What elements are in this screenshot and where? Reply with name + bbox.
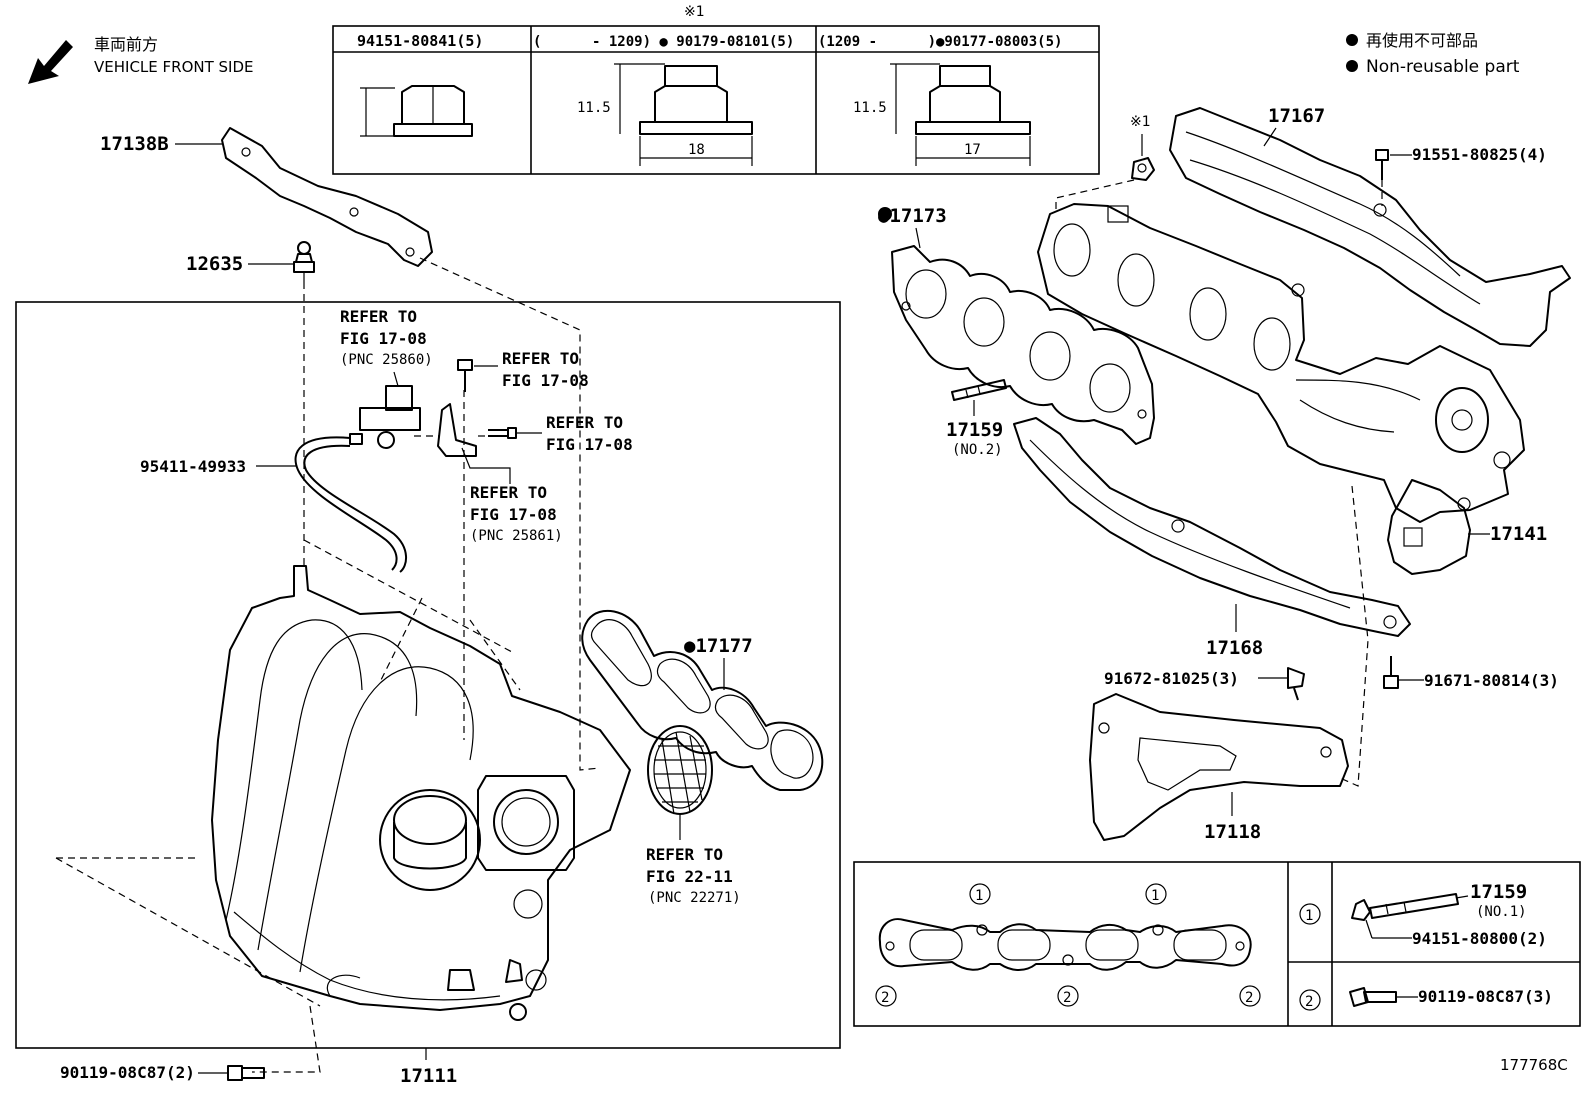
- nut-table-col2-header: ( - 1209) ● 90179-08101(5): [533, 34, 794, 50]
- part-17141-label: 17141: [1490, 523, 1547, 545]
- part-17118-label: 17118: [1204, 821, 1261, 843]
- part-90119-08c87-3-label: 90119-08C87(3): [1418, 987, 1553, 1006]
- bolt-icon: [1375, 149, 1389, 180]
- nut2-width: 18: [688, 142, 705, 158]
- vehicle-front-arrow-icon: [28, 40, 73, 84]
- bolt-icon: [488, 427, 517, 439]
- refer-fig-22-11-label: FIG 22-11: [646, 867, 733, 886]
- part-95411-49933-label: 95411-49933: [140, 457, 246, 476]
- stud-bolt-12635: [293, 241, 315, 282]
- part-17173-label: ●17173: [878, 205, 947, 227]
- part-91672-81025-label: 91672-81025(3): [1104, 669, 1239, 688]
- bolt-icon: [1383, 656, 1399, 689]
- vehicle-front-label-ja: 車両前方: [94, 35, 158, 54]
- inset-circle-1: 1: [1151, 888, 1159, 904]
- inset-circle-1: 1: [975, 888, 983, 904]
- nut3-width: 17: [964, 142, 981, 158]
- nut-table-col3-header: (1209 - )●90177-08003(5): [818, 34, 1062, 50]
- refer-fig-17-08-label: REFER TO: [502, 349, 579, 368]
- refer-pnc-25860-label: (PNC 25860): [340, 352, 433, 368]
- part-17111-label: 17111: [400, 1065, 457, 1087]
- bolt-icon: [457, 359, 473, 392]
- exhaust-gasket-17173: [891, 245, 1155, 445]
- stud-bolt-17159-no2: [951, 379, 1007, 401]
- legend-ja: 再使用不可部品: [1366, 31, 1478, 50]
- part-17167-label: 17167: [1268, 105, 1325, 127]
- nut2-height: 11.5: [577, 100, 611, 116]
- refer-fig-17-08-label: FIG 17-08: [340, 329, 427, 348]
- inset-circle-2: 2: [881, 990, 889, 1006]
- non-reusable-bullet-icon: [1346, 34, 1358, 46]
- inset-circle-2: 2: [1245, 990, 1253, 1006]
- refer-fig-17-08-label: REFER TO: [470, 483, 547, 502]
- non-reusable-bullet-icon: [1346, 60, 1358, 72]
- part-17159-no1-sub: (NO.1): [1476, 904, 1527, 920]
- gasket-detail-inset: [853, 861, 1581, 1027]
- heat-insulator-17167: [1169, 107, 1571, 347]
- vehicle-front-label-en: VEHICLE FRONT SIDE: [94, 58, 254, 76]
- legend-en: Non-reusable part: [1366, 57, 1520, 77]
- heat-insulator-17168: [1013, 417, 1411, 637]
- diagram-code: 177768C: [1500, 1056, 1568, 1074]
- exhaust-manifold: [1037, 203, 1525, 523]
- non-reusable-bullet-icon: [878, 207, 892, 221]
- inset-circle-1: 1: [1305, 908, 1313, 924]
- nut3-height: 11.5: [853, 100, 887, 116]
- note-mark: ※1: [684, 4, 705, 20]
- nut-icon: [1131, 157, 1155, 181]
- inset-circle-2: 2: [1305, 994, 1313, 1010]
- nut-table-col1-header: 94151-80841(5): [357, 32, 483, 50]
- part-17168-label: 17168: [1206, 637, 1263, 659]
- part-91551-80825-label: 91551-80825(4): [1412, 145, 1547, 164]
- part-90119-08c87-2-label: 90119-08C87(2): [60, 1063, 195, 1082]
- vacuum-switching-valve: [349, 385, 421, 449]
- flange-nut-icon: [890, 63, 1031, 166]
- bolt-icon: [1287, 667, 1305, 701]
- nut-table: [332, 25, 1100, 175]
- part-17138b-label: 17138B: [100, 133, 169, 155]
- flange-nut-icon: [360, 85, 473, 137]
- heat-insulator-17141: [1387, 479, 1471, 575]
- vacuum-hose-95411: [294, 436, 407, 573]
- intake-manifold-17111: [211, 565, 631, 1021]
- bracket-part: [437, 403, 477, 457]
- part-12635-label: 12635: [186, 253, 243, 275]
- refer-pnc-22271-label: (PNC 22271): [648, 890, 741, 906]
- note-mark: ※1: [1130, 114, 1151, 130]
- bracket-17118: [1089, 693, 1349, 841]
- insulator-17138b: [221, 127, 433, 267]
- bolt-icon: [227, 1065, 265, 1081]
- part-17159-no1-label: 17159: [1470, 881, 1527, 903]
- refer-fig-17-08-label: REFER TO: [546, 413, 623, 432]
- part-17177-label: ●17177: [684, 635, 753, 657]
- refer-fig-22-11-label: REFER TO: [646, 845, 723, 864]
- part-91671-80814-label: 91671-80814(3): [1424, 671, 1559, 690]
- part-94151-80800-label: 94151-80800(2): [1412, 929, 1547, 948]
- inset-circle-2: 2: [1063, 990, 1071, 1006]
- flange-nut-icon: [614, 63, 753, 166]
- part-17159-no2-label: 17159: [946, 419, 1003, 441]
- refer-fig-17-08-label: REFER TO: [340, 307, 417, 326]
- refer-fig-17-08-label: FIG 17-08: [502, 371, 589, 390]
- refer-fig-17-08-label: FIG 17-08: [470, 505, 557, 524]
- throttle-body-gasket: [647, 725, 713, 815]
- refer-fig-17-08-label: FIG 17-08: [546, 435, 633, 454]
- part-17159-no2-sub: (NO.2): [952, 442, 1003, 458]
- intake-manifold-frame: [15, 301, 841, 1049]
- refer-pnc-25861-label: (PNC 25861): [470, 528, 563, 544]
